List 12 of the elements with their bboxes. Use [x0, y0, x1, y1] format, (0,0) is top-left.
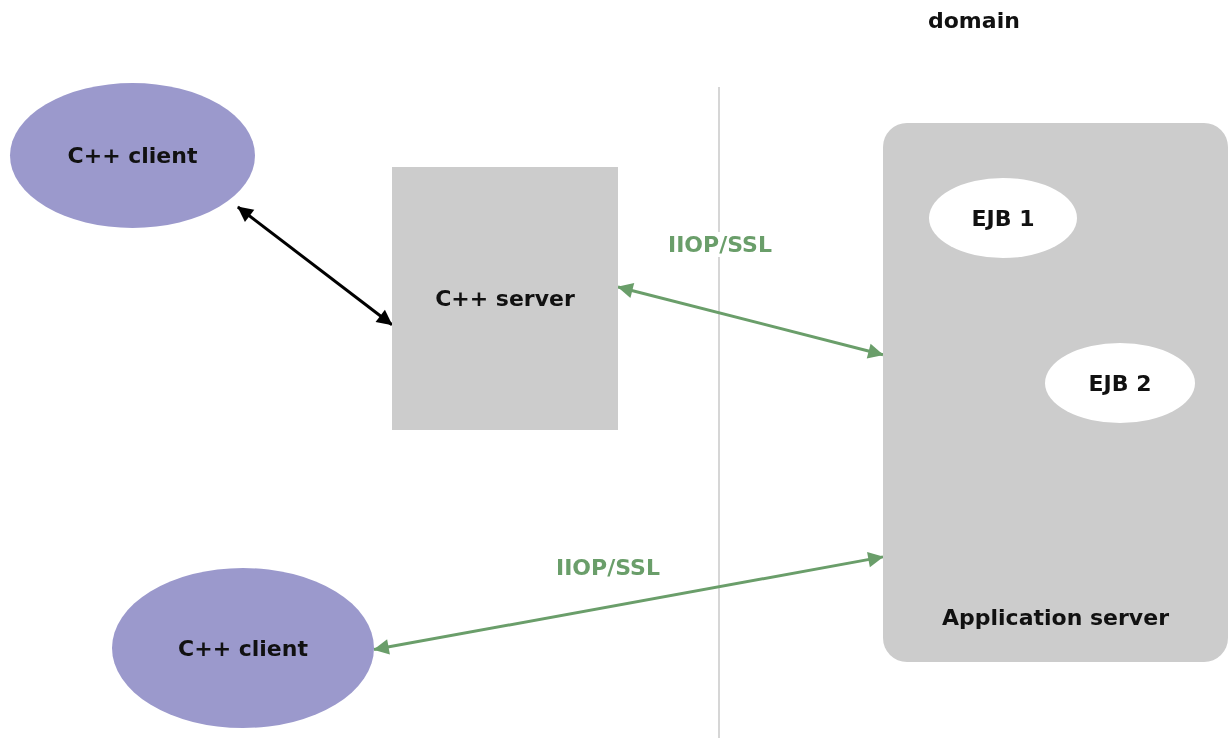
- region-label: domain: [928, 8, 1020, 33]
- node-label: EJB 1: [971, 205, 1035, 231]
- double-arrow: [236, 205, 393, 326]
- server-box: [392, 167, 618, 430]
- application-server-box: [883, 123, 1228, 662]
- node-label: Application server: [942, 604, 1169, 632]
- node-label: C++ client: [178, 635, 308, 661]
- node-label: C++ client: [67, 143, 198, 168]
- double-arrow: [373, 552, 884, 655]
- node-label: C++ server: [435, 286, 575, 311]
- double-arrow: [617, 283, 884, 359]
- node-label: EJB 2: [1088, 370, 1152, 396]
